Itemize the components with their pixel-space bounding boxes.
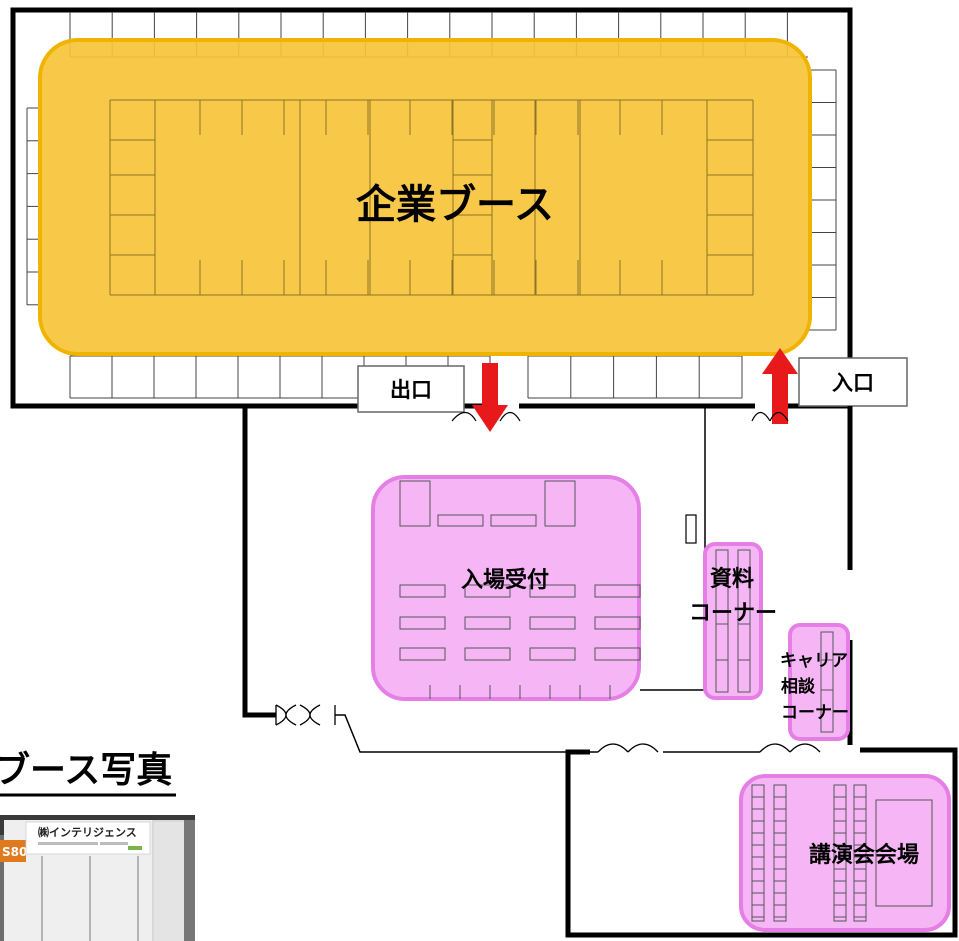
reception-furniture xyxy=(399,480,641,699)
booth-photo-heading: ブース写真 xyxy=(0,749,172,791)
booth-photo: S80 ㈱インテリジェンス xyxy=(0,815,195,941)
company-booth-zone[interactable] xyxy=(38,38,812,356)
career-label-line1: キャリア xyxy=(780,651,848,671)
exit-sign-label: 出口 xyxy=(390,378,432,402)
lecture-hall-zone[interactable] xyxy=(739,774,951,932)
lecture-hall-label: 講演会会場 xyxy=(809,842,919,868)
lecture-seats xyxy=(751,784,867,922)
exit-sign-box xyxy=(357,365,465,413)
entrance-sign-label: 入口 xyxy=(832,371,874,395)
reception-zone[interactable] xyxy=(371,475,641,701)
career-desks xyxy=(820,631,834,733)
materials-label-line2: コーナー xyxy=(689,601,777,626)
booth-grid-inner xyxy=(109,99,754,296)
reception-label: 入場受付 xyxy=(461,567,549,593)
career-label-line3: コーナー xyxy=(781,703,849,723)
materials-shelves xyxy=(715,549,751,693)
booth-photo-sign: ㈱インテリジェンス xyxy=(38,825,137,839)
entrance-sign-box xyxy=(798,357,908,407)
entrance-arrow-icon xyxy=(762,348,798,424)
exit-arrow-icon xyxy=(472,363,508,432)
materials-label-line1: 資料 xyxy=(710,566,754,592)
lobby-door-icon xyxy=(275,704,821,753)
company-booth-label: 企業ブース xyxy=(356,182,554,228)
pillar xyxy=(685,514,697,544)
lecture-stage xyxy=(875,799,933,907)
booth-photo-number: S80 xyxy=(2,845,27,859)
door-icon xyxy=(451,411,789,422)
career-label-line2: 相談 xyxy=(781,676,816,697)
